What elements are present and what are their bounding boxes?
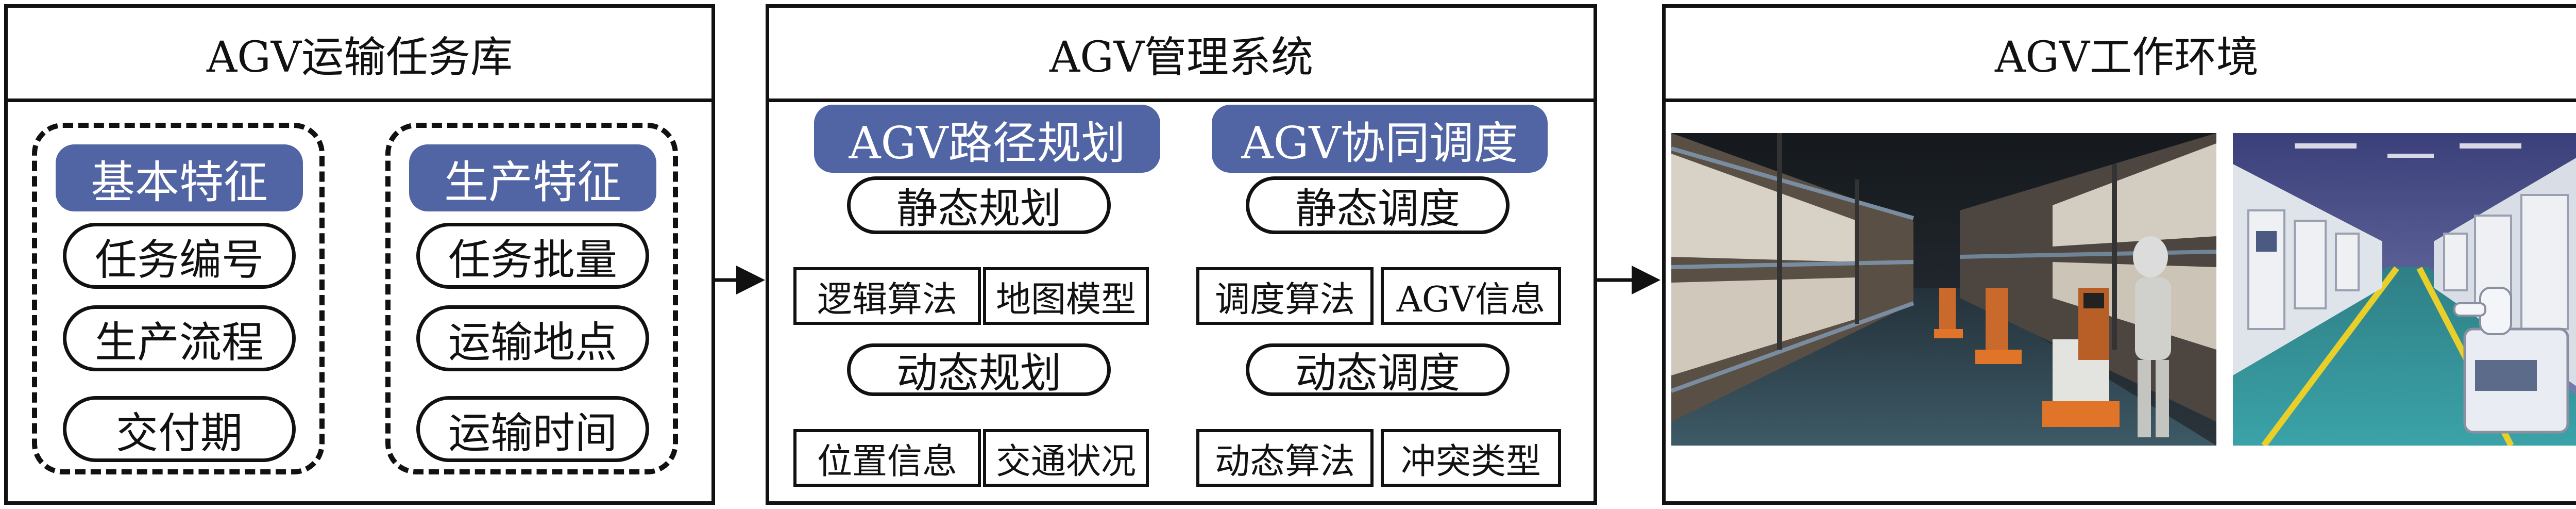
position-info-box: 位置信息 (793, 429, 981, 487)
basic-features-header: 基本特征 (56, 144, 303, 211)
item-task-number: 任务编号 (63, 223, 296, 289)
scheduling-header: AGV协同调度 (1212, 105, 1548, 173)
dynamic-planning: 动态规划 (847, 343, 1111, 397)
item-transport-time: 运输时间 (416, 396, 649, 462)
item-production-process: 生产流程 (63, 305, 296, 371)
map-model-box: 地图模型 (983, 267, 1149, 325)
item-transport-location: 运输地点 (416, 305, 649, 371)
item-delivery-date: 交付期 (63, 396, 296, 462)
production-features-group (385, 123, 678, 474)
traffic-status-box: 交通状况 (983, 429, 1149, 487)
item-task-batch: 任务批量 (416, 223, 649, 289)
task-library-title: AGV运输任务库 (8, 8, 711, 102)
environment-title: AGV工作环境 (1666, 8, 2576, 102)
factory-robot-photo (2233, 133, 2576, 446)
management-panel: AGV管理系统 (766, 4, 1597, 505)
production-features-header: 生产特征 (409, 144, 656, 211)
static-planning: 静态规划 (847, 176, 1111, 234)
basic-features-group (32, 123, 325, 474)
agv-info-box: AGV信息 (1381, 267, 1561, 325)
logic-algorithm-box: 逻辑算法 (793, 267, 981, 325)
dynamic-scheduling: 动态调度 (1246, 343, 1510, 397)
static-scheduling: 静态调度 (1246, 176, 1510, 234)
warehouse-agv-photo (1671, 133, 2216, 446)
conflict-type-box: 冲突类型 (1381, 429, 1561, 487)
dynamic-algorithm-box: 动态算法 (1196, 429, 1374, 487)
management-title: AGV管理系统 (769, 8, 1594, 102)
path-planning-header: AGV路径规划 (814, 105, 1160, 173)
scheduling-algorithm-box: 调度算法 (1196, 267, 1374, 325)
